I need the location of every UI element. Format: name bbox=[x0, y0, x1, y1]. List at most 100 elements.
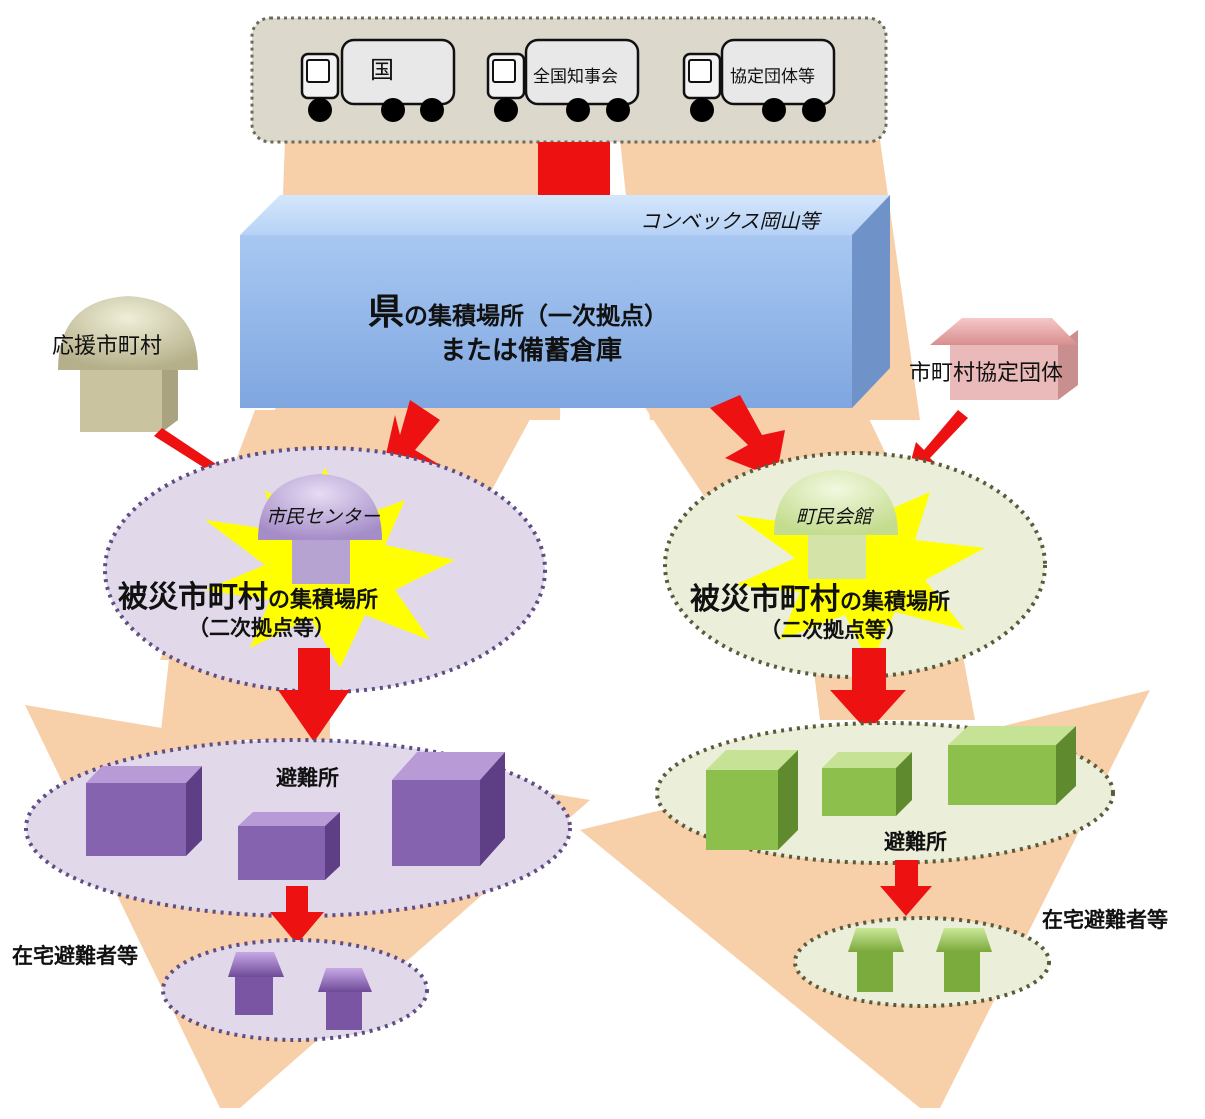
right-shelter bbox=[655, 721, 1115, 865]
right-home-ellipse bbox=[793, 916, 1051, 1008]
warehouse-front-face bbox=[240, 235, 852, 408]
left-hub-title-rest: の集積場所 bbox=[268, 588, 379, 613]
arrow-right-shelter-to-home bbox=[880, 860, 932, 916]
truck-3-window bbox=[688, 59, 712, 83]
truck-2-wheel bbox=[566, 98, 590, 122]
truck-1-wheel bbox=[381, 98, 405, 122]
truck-3-wheel bbox=[690, 98, 714, 122]
left-hub-title-main: 被災市町村 bbox=[118, 580, 268, 615]
right-home-evacuees bbox=[793, 916, 1051, 1008]
truck-2-wheel bbox=[606, 98, 630, 122]
box-side bbox=[778, 750, 798, 850]
warehouse-title-main: 県 bbox=[368, 292, 405, 333]
truck-1 bbox=[300, 38, 456, 122]
right-hub-facility-label: 町民会館 bbox=[796, 506, 873, 528]
arrow-left-shelter-to-home bbox=[270, 886, 324, 944]
truck-3-label: 協定団体等 bbox=[730, 67, 815, 87]
truck-1-cargo bbox=[340, 38, 456, 106]
box-side bbox=[896, 752, 912, 816]
box-top bbox=[706, 750, 798, 770]
right-shelter-label: 避難所 bbox=[884, 830, 947, 854]
agreement-group-label: 市町村協定団体 bbox=[909, 361, 1064, 386]
box-front bbox=[948, 745, 1056, 805]
box-side bbox=[480, 752, 505, 866]
house-body bbox=[857, 952, 893, 992]
box-top bbox=[392, 752, 505, 780]
support-municipality-building bbox=[58, 296, 198, 432]
left-hub-building-dome bbox=[258, 474, 382, 540]
house-body bbox=[235, 977, 273, 1015]
right-shelter-box-1 bbox=[706, 750, 798, 850]
truck-2-wheel bbox=[494, 98, 518, 122]
truck-1-label: 国 bbox=[370, 56, 394, 84]
left-hub-facility-label: 市民センター bbox=[266, 506, 381, 528]
warehouse-subtitle: または備蓄倉庫 bbox=[440, 336, 623, 366]
truck-1-window bbox=[306, 59, 330, 83]
left-house-1 bbox=[228, 952, 284, 1015]
right-hub bbox=[663, 451, 1047, 679]
house-roof bbox=[848, 928, 904, 952]
right-hub-title: 被災市町村の集積場所 bbox=[690, 574, 950, 618]
box-side bbox=[1056, 726, 1076, 805]
truck-2-label: 全国知事会 bbox=[533, 67, 618, 87]
left-hub-building-body bbox=[292, 540, 350, 584]
truck-1-wheel bbox=[308, 98, 332, 122]
arrow-warehouse-to-right-hub bbox=[710, 395, 785, 478]
box-top bbox=[86, 766, 202, 783]
arrow-agreement-to-right-hub bbox=[908, 410, 968, 472]
right-shelter-box-2 bbox=[822, 752, 912, 816]
right-shelter-box-3 bbox=[948, 726, 1076, 805]
left-shelter-box-2 bbox=[238, 812, 340, 880]
truck-2 bbox=[486, 38, 640, 122]
arrow-left-hub-to-shelter bbox=[278, 648, 350, 742]
left-hub-subtitle: （二次拠点等） bbox=[188, 616, 335, 640]
left-home-evacuees bbox=[161, 938, 429, 1042]
box-front bbox=[822, 768, 896, 816]
right-hub-building-body bbox=[808, 535, 866, 579]
box-front bbox=[238, 826, 325, 880]
truck-3-wheel bbox=[802, 98, 826, 122]
truck-3-wheel bbox=[762, 98, 786, 122]
warehouse-venue-label: コンベックス岡山等 bbox=[640, 209, 820, 233]
left-shelter-box-3 bbox=[392, 752, 505, 866]
left-shelter-label: 避難所 bbox=[276, 766, 339, 790]
box-front bbox=[86, 783, 186, 856]
agreement-building-body bbox=[950, 345, 1058, 400]
support-building-body bbox=[80, 370, 162, 432]
house-body bbox=[944, 952, 980, 992]
agreement-group-building bbox=[930, 318, 1078, 400]
box-front bbox=[706, 770, 778, 850]
box-side bbox=[186, 766, 202, 856]
box-side bbox=[325, 812, 340, 880]
left-home-ellipse bbox=[161, 938, 429, 1042]
agreement-building-roof bbox=[930, 318, 1078, 345]
box-top bbox=[238, 812, 340, 826]
prefecture-warehouse bbox=[240, 195, 890, 408]
right-house-2 bbox=[936, 928, 992, 992]
house-roof bbox=[936, 928, 992, 952]
arrow-right-hub-to-shelter bbox=[830, 648, 906, 732]
right-hub-title-rest: の集積場所 bbox=[840, 590, 951, 615]
left-shelter-box-1 bbox=[86, 766, 202, 856]
support-building-dome bbox=[58, 296, 198, 370]
box-top bbox=[948, 726, 1076, 745]
house-body bbox=[326, 992, 362, 1030]
truck-3 bbox=[682, 38, 836, 122]
left-house-2 bbox=[318, 968, 372, 1030]
left-hub-title: 被災市町村の集積場所 bbox=[118, 572, 378, 616]
support-building-side bbox=[162, 358, 178, 432]
warehouse-top-face bbox=[240, 195, 890, 235]
right-house-1 bbox=[848, 928, 904, 992]
box-front bbox=[392, 780, 480, 866]
truck-1-wheel bbox=[420, 98, 444, 122]
warehouse-side-face bbox=[852, 195, 890, 408]
right-hub-subtitle: （二次拠点等） bbox=[760, 618, 907, 642]
warehouse-title-rest: の集積場所（一次拠点） bbox=[404, 302, 669, 330]
box-top bbox=[822, 752, 912, 768]
left-shelter bbox=[24, 738, 572, 918]
supply-connector-bar bbox=[538, 142, 610, 200]
house-roof bbox=[318, 968, 372, 992]
agreement-building-side bbox=[1058, 330, 1078, 400]
